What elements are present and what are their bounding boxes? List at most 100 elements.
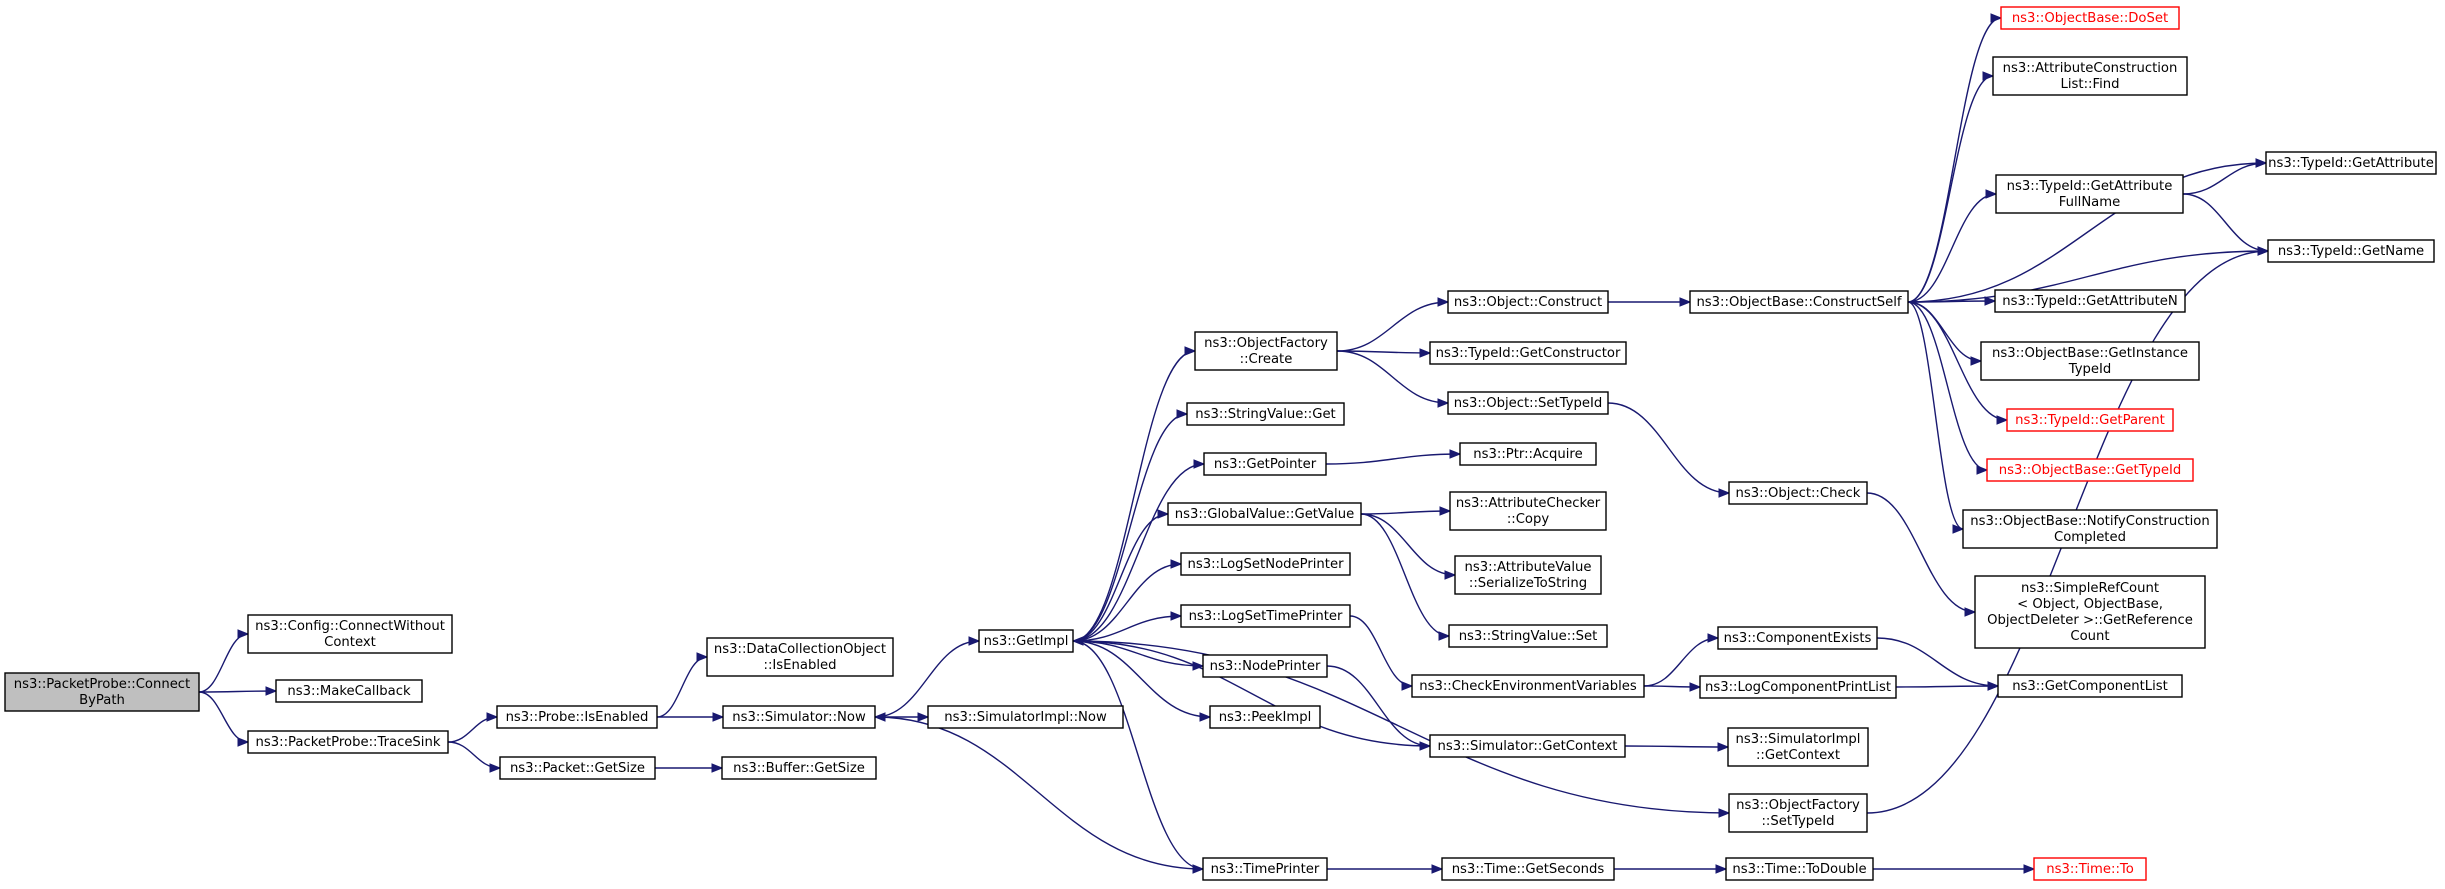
node-stringValueGet[interactable]: ns3::StringValue::Get: [1186, 402, 1345, 426]
edge-tidGetAttrFullName-to-tidGetName: [2182, 193, 2270, 256]
node-tidGetParent[interactable]: ns3::TypeId::GetParent: [2006, 408, 2174, 432]
node-box: [247, 614, 453, 654]
node-label: Count: [2070, 629, 2109, 644]
edge-root-to-makeCallback: [198, 686, 278, 696]
node-objCheck[interactable]: ns3::Object::Check: [1728, 481, 1868, 505]
node-acCopy[interactable]: ns3::AttributeChecker::Copy: [1449, 491, 1607, 531]
edge-root-to-traceSink: [198, 691, 250, 747]
node-label: ::SetTypeId: [1761, 814, 1834, 829]
edge-line: [1907, 75, 1994, 303]
arrowhead: [1199, 712, 1212, 722]
node-label: ns3::PacketProbe::TraceSink: [256, 735, 441, 750]
node-simGetContext[interactable]: ns3::Simulator::GetContext: [1429, 734, 1626, 758]
node-timePrinter[interactable]: ns3::TimePrinter: [1202, 857, 1328, 881]
node-label: ns3::ObjectBase::ConstructSelf: [1696, 295, 1901, 310]
node-srcGetRef[interactable]: ns3::SimpleRefCount< Object, ObjectBase,…: [1974, 575, 2206, 649]
node-svSet[interactable]: ns3::StringValue::Set: [1448, 624, 1608, 648]
node-makeCallback[interactable]: ns3::MakeCallback: [275, 679, 423, 703]
edge-line: [1907, 301, 1988, 471]
node-logCompPrintList[interactable]: ns3::LogComponentPrintList: [1699, 675, 1897, 699]
edge-line: [198, 690, 277, 693]
edge-line: [1895, 685, 1999, 688]
node-tidGetAttribute[interactable]: ns3::TypeId::GetAttribute: [2265, 151, 2437, 175]
node-ofSetTypeId[interactable]: ns3::ObjectFactory::SetTypeId: [1728, 793, 1868, 833]
node-packetGetSize[interactable]: ns3::Packet::GetSize: [499, 756, 656, 780]
node-probeIsEnabled[interactable]: ns3::Probe::IsEnabled: [496, 705, 658, 729]
node-obGetTypeId[interactable]: ns3::ObjectBase::GetTypeId: [1986, 458, 2194, 482]
node-box: [2006, 408, 2174, 432]
edge-gvGetValue-to-avSerialize: [1360, 513, 1457, 580]
node-objConstruct[interactable]: ns3::Object::Construct: [1447, 290, 1609, 314]
node-ofCreate[interactable]: ns3::ObjectFactory::Create: [1194, 331, 1338, 371]
node-tidGetName[interactable]: ns3::TypeId::GetName: [2267, 239, 2435, 263]
node-obConstructSelf[interactable]: ns3::ObjectBase::ConstructSelf: [1689, 290, 1909, 314]
edge-logSetTimePrinter-to-checkEnv: [1349, 615, 1414, 691]
node-nodePrinter[interactable]: ns3::NodePrinter: [1202, 654, 1328, 678]
node-label: ObjectDeleter >::GetReference: [1987, 613, 2193, 628]
node-logSetNodePrinter[interactable]: ns3::LogSetNodePrinter: [1180, 552, 1351, 576]
node-simNow[interactable]: ns3::Simulator::Now: [722, 705, 876, 729]
node-box: [927, 705, 1124, 729]
node-box: [1974, 575, 2206, 649]
arrowhead: [1449, 449, 1462, 459]
node-gvGetValue[interactable]: ns3::GlobalValue::GetValue: [1167, 502, 1362, 526]
node-timeGetSeconds[interactable]: ns3::Time::GetSeconds: [1441, 857, 1615, 881]
edge-probeIsEnabled-to-dcoIsEnabled: [656, 652, 709, 718]
node-box: [1411, 674, 1645, 698]
node-logSetTimePrinter[interactable]: ns3::LogSetTimePrinter: [1180, 604, 1351, 628]
edge-gvGetValue-to-acCopy: [1360, 506, 1452, 516]
edge-line: [1072, 413, 1188, 642]
node-getImpl[interactable]: ns3::GetImpl: [978, 629, 1074, 653]
edge-checkEnv-to-compExists: [1643, 633, 1720, 687]
node-objSetTypeId[interactable]: ns3::Object::SetTypeId: [1447, 391, 1609, 415]
node-box: [499, 756, 656, 780]
node-getComponentList[interactable]: ns3::GetComponentList: [1997, 674, 2183, 698]
node-avSerialize[interactable]: ns3::AttributeValue::SerializeToString: [1454, 555, 1602, 595]
node-label: ns3::TypeId::GetAttributeN: [2002, 294, 2178, 309]
node-simImplNow[interactable]: ns3::SimulatorImpl::Now: [927, 705, 1124, 729]
node-label: ns3::DataCollectionObject: [714, 642, 886, 657]
node-getPointer[interactable]: ns3::GetPointer: [1203, 452, 1327, 476]
edge-checkEnv-to-logCompPrintList: [1643, 682, 1702, 692]
node-label: ns3::NodePrinter: [1210, 659, 1321, 674]
edge-line: [447, 716, 498, 743]
arrowhead: [1401, 681, 1414, 691]
node-checkEnv[interactable]: ns3::CheckEnvironmentVariables: [1411, 674, 1645, 698]
node-box: [1980, 341, 2200, 381]
node-box: [1992, 56, 2188, 96]
arrowhead: [1982, 71, 1995, 81]
node-box: [1441, 857, 1615, 881]
node-bufferGetSize[interactable]: ns3::Buffer::GetSize: [721, 756, 877, 780]
node-timeToDouble[interactable]: ns3::Time::ToDouble: [1725, 857, 1874, 881]
node-label: ns3::Simulator::GetContext: [1438, 739, 1618, 754]
node-simImplGetContext[interactable]: ns3::SimulatorImpl::GetContext: [1727, 727, 1869, 767]
node-obNotify[interactable]: ns3::ObjectBase::NotifyConstructionCompl…: [1962, 509, 2218, 549]
node-box: [247, 730, 449, 754]
node-peekImpl[interactable]: ns3::PeekImpl: [1209, 705, 1321, 729]
edge-line: [1336, 350, 1431, 354]
edge-objSetTypeId-to-objCheck: [1607, 402, 1731, 498]
node-label: ByPath: [79, 693, 125, 708]
node-obDoSet[interactable]: ns3::ObjectBase::DoSet: [2000, 6, 2180, 30]
node-ptrAcquire[interactable]: ns3::Ptr::Acquire: [1459, 442, 1597, 466]
node-label: ns3::Time::ToDouble: [1732, 862, 1866, 877]
node-tidGetAttributeN[interactable]: ns3::TypeId::GetAttributeN: [1994, 289, 2186, 313]
node-label: ns3::TypeId::GetName: [2278, 244, 2424, 259]
node-label: ns3::Ptr::Acquire: [1473, 447, 1582, 462]
node-dcoIsEnabled[interactable]: ns3::DataCollectionObject::IsEnabled: [706, 637, 894, 677]
edge-line: [2182, 162, 2267, 195]
edge-line: [1360, 513, 1450, 637]
node-label: ns3::LogSetNodePrinter: [1187, 557, 1344, 572]
node-traceSink[interactable]: ns3::PacketProbe::TraceSink: [247, 730, 449, 754]
node-tidGetConstructor[interactable]: ns3::TypeId::GetConstructor: [1429, 341, 1627, 365]
node-compExists[interactable]: ns3::ComponentExists: [1717, 626, 1878, 650]
node-timeTo[interactable]: ns3::Time::To: [2033, 857, 2147, 881]
edge-obConstructSelf-to-tidGetParent: [1907, 301, 2009, 425]
arrowhead: [1438, 631, 1451, 641]
node-label: ns3::Time::GetSeconds: [1452, 862, 1605, 877]
